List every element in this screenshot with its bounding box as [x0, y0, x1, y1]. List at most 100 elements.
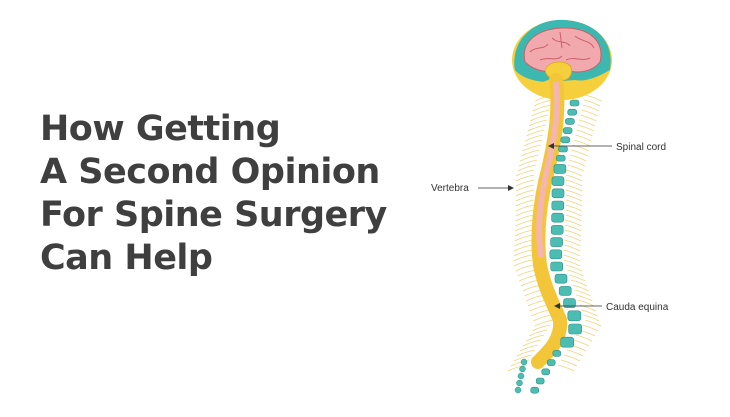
nerve-branch [565, 214, 582, 222]
nerve-branch [526, 294, 545, 302]
vertebra-block [560, 336, 575, 348]
vertebra-block [551, 176, 565, 186]
nerve-branch [531, 324, 551, 332]
nerve-branch [581, 309, 598, 317]
vertebra-block [555, 154, 566, 162]
nerve-branch [565, 204, 582, 212]
nerve-branch [565, 264, 582, 272]
nerve-branch [507, 364, 527, 372]
headline-line-1: How Getting [40, 109, 281, 149]
vertebra-block [552, 350, 562, 357]
label-cauda-equina: Cauda equina [554, 302, 669, 313]
nerve-branch [565, 199, 583, 207]
nerve-branch [581, 109, 598, 117]
nerve-branch [581, 324, 599, 332]
nerve-branch [520, 154, 539, 162]
nerve-branch [525, 334, 545, 342]
nerve-branch [563, 259, 581, 267]
nerve-branch [513, 354, 533, 362]
nerve-branch [515, 184, 535, 192]
spinal-cord-label: Spinal cord [616, 142, 666, 153]
spinal-cord-core [536, 81, 560, 258]
nerve-branch [563, 254, 580, 262]
nerve-branch [515, 194, 534, 202]
vertebra-block [551, 200, 565, 211]
nerve-branch [522, 339, 542, 347]
nerve-branch [531, 309, 550, 317]
nerve-branch [525, 134, 544, 142]
nerve-branch [565, 169, 583, 177]
nerve-branch [519, 274, 538, 282]
nerve-branch [564, 234, 581, 242]
nerve-branch [534, 319, 554, 327]
coccyx-segment [520, 358, 528, 366]
nerve-fringe [507, 94, 602, 372]
nerve-branch [568, 159, 586, 167]
nerve-branch [567, 269, 584, 277]
nerve-branch [515, 219, 534, 227]
nerve-branch [575, 134, 592, 142]
vertebra-block [562, 127, 573, 134]
nerve-branch [516, 349, 536, 357]
nerve-branch [565, 184, 583, 192]
nerve-branch [521, 149, 540, 157]
nerve-branch [517, 269, 536, 277]
nerve-branch [515, 179, 535, 187]
nerve-branch [513, 249, 532, 257]
nerve-branch [584, 319, 602, 327]
label-vertebra: Vertebra [431, 183, 514, 194]
nerve-branch [565, 219, 582, 227]
vertebra-label: Vertebra [431, 183, 469, 194]
nerve-branch [515, 199, 534, 207]
nerve-branch [517, 164, 536, 172]
nerve-branch [515, 209, 534, 217]
nerve-branch [572, 144, 589, 152]
nerve-branch [566, 349, 584, 357]
nerve-branch [572, 284, 589, 292]
nerve-branch [533, 314, 552, 322]
nerve-branch [564, 244, 581, 252]
nerve-branch [519, 344, 539, 352]
vertebra-block [550, 237, 563, 247]
nerve-branch [564, 229, 582, 237]
nerve-branch [528, 329, 548, 337]
spine-illustration: Spinal cord Vertebra Cauda equina [431, 19, 669, 394]
vertebra-block [567, 310, 582, 322]
nerve-branch [580, 114, 597, 122]
nerve-branch [573, 139, 591, 147]
vertebra-block [558, 145, 568, 153]
nerve-branch [520, 279, 540, 287]
label-spinal-cord: Spinal cord [548, 142, 666, 153]
nerve-branch [583, 314, 600, 322]
nerve-branch [513, 254, 532, 262]
nerve-branch [560, 359, 578, 367]
headline-line-2: A Second Opinion [40, 152, 380, 192]
nerve-branch [585, 94, 602, 102]
vertebrae-column [514, 99, 582, 394]
nerve-branch [569, 274, 586, 282]
vertebra-block [568, 323, 582, 335]
nerve-branch [513, 259, 533, 267]
nerve-branch [565, 174, 583, 182]
nerve-branch [574, 289, 591, 297]
nerve-branch [575, 334, 593, 342]
nerve-branch [579, 304, 596, 312]
nerve-branch [515, 189, 535, 197]
coccyx-segment [516, 379, 523, 387]
nerve-branch [515, 204, 534, 212]
vertebra-block [550, 261, 564, 272]
nerve-branch [527, 124, 546, 132]
nerve-branch [515, 264, 534, 272]
vertebra-block [558, 286, 572, 296]
nerve-branch [524, 289, 543, 297]
nerve-branch [577, 124, 594, 132]
vertebra-block [551, 188, 565, 199]
nerve-branch [514, 229, 534, 237]
vertebra-block [549, 249, 563, 260]
nerve-branch [563, 249, 580, 257]
cauda-equina-label: Cauda equina [606, 302, 669, 313]
coccyx-segment [514, 386, 522, 394]
vertebra-block [546, 359, 556, 366]
nerve-branch [570, 154, 587, 162]
vertebra-block [560, 136, 571, 144]
